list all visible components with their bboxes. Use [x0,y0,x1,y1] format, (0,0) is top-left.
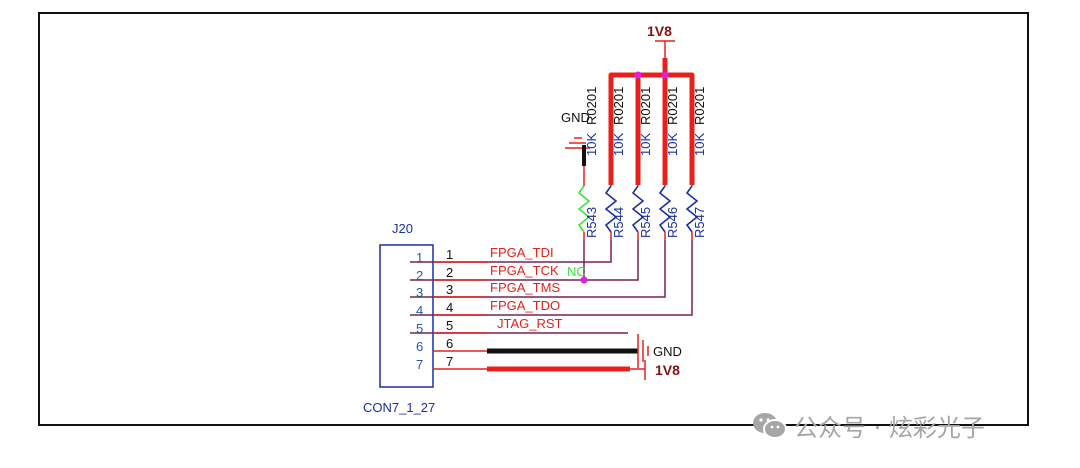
net-label: FPGA_TDO [490,298,560,313]
resistor-zigzag [685,185,699,233]
resistor-package: R0201 [611,87,626,125]
net-label: FPGA_TCK [490,263,559,278]
pwr-label-bottom: 1V8 [655,362,680,378]
pin-number-inner: 6 [416,339,423,354]
top-power-1v8: 1V8 [608,23,695,185]
resistor-ref: R543 [584,207,599,238]
resistor-ref: R545 [638,207,653,238]
resistor-value: 10K [665,133,680,156]
junction-dot [661,71,669,79]
net-label: FPGA_TDI [490,245,554,260]
resistor-value: 10K [584,133,599,156]
pin-number-outer: 6 [446,336,453,351]
connector-part: CON7_1_27 [363,400,435,415]
resistor-r546: R546 10K R0201 [658,87,680,240]
connector-pin-3: 3 3 FPGA_TMS [416,280,560,300]
resistor-group: R54310KR0201R54410KR0201R54510KR0201R546… [577,87,707,240]
pin-number-outer: 5 [446,318,453,333]
pin-number-inner: 2 [416,268,423,283]
connector-pin-1: 1 1 FPGA_TDI [416,245,554,265]
junction-dot-nc [580,276,588,284]
sheet-border [38,12,1029,426]
pin-number-inner: 4 [416,303,423,318]
connector-ref: J20 [392,221,413,236]
gnd-label-bottom: GND [653,344,682,359]
resistor-package: R0201 [584,87,599,125]
pin-number-outer: 4 [446,300,453,315]
resistor-ref: R547 [692,207,707,238]
resistor-package: R0201 [638,87,653,125]
nc-label: NC [567,264,586,279]
resistor-r544: R544 10K R0201 [604,87,626,240]
junction-dot [634,71,642,79]
pin-number-outer: 7 [446,354,453,369]
wechat-icon [752,412,788,440]
gnd-symbol-top: GND [561,110,590,185]
bottom-power: GND 1V8 [487,334,682,380]
connector-pin-4: 4 4 FPGA_TDO [416,298,560,318]
pin-number-outer: 3 [446,282,453,297]
resistor-package: R0201 [665,87,680,125]
connector-body [379,244,434,388]
resistor-r545: R545 10K R0201 [631,87,653,240]
top-power-label: 1V8 [647,23,672,39]
pin-number-outer: 2 [446,265,453,280]
pin-number-inner: 7 [416,357,423,372]
resistor-value: 10K [638,133,653,156]
resistor-package: R0201 [692,87,707,125]
net-label: FPGA_TMS [490,280,560,295]
resistor-zigzag [631,185,645,233]
pin-number-outer: 1 [446,247,453,262]
pin-number-inner: 1 [416,250,423,265]
resistor-r547: R547 10K R0201 [685,87,707,240]
connector-pin-5: 5 5 JTAG_RST [416,316,563,336]
watermark: 公众号 · 炫彩光子 [752,408,985,443]
resistor-zigzag [577,185,591,233]
resistor-value: 10K [692,133,707,156]
gnd-label-top: GND [561,110,590,125]
resistor-ref: R546 [665,207,680,238]
watermark-text: 公众号 · 炫彩光子 [794,414,985,442]
resistor-r543: R543 10K R0201 [577,87,599,240]
resistor-zigzag [658,185,672,233]
resistor-ref: R544 [611,207,626,238]
connector-pin-2: 2 2 FPGA_TCK [416,263,559,283]
resistor-value: 10K [611,133,626,156]
pin-number-inner: 5 [416,321,423,336]
net-label: JTAG_RST [497,316,563,331]
pin-number-inner: 3 [416,285,423,300]
resistor-zigzag [604,185,618,233]
